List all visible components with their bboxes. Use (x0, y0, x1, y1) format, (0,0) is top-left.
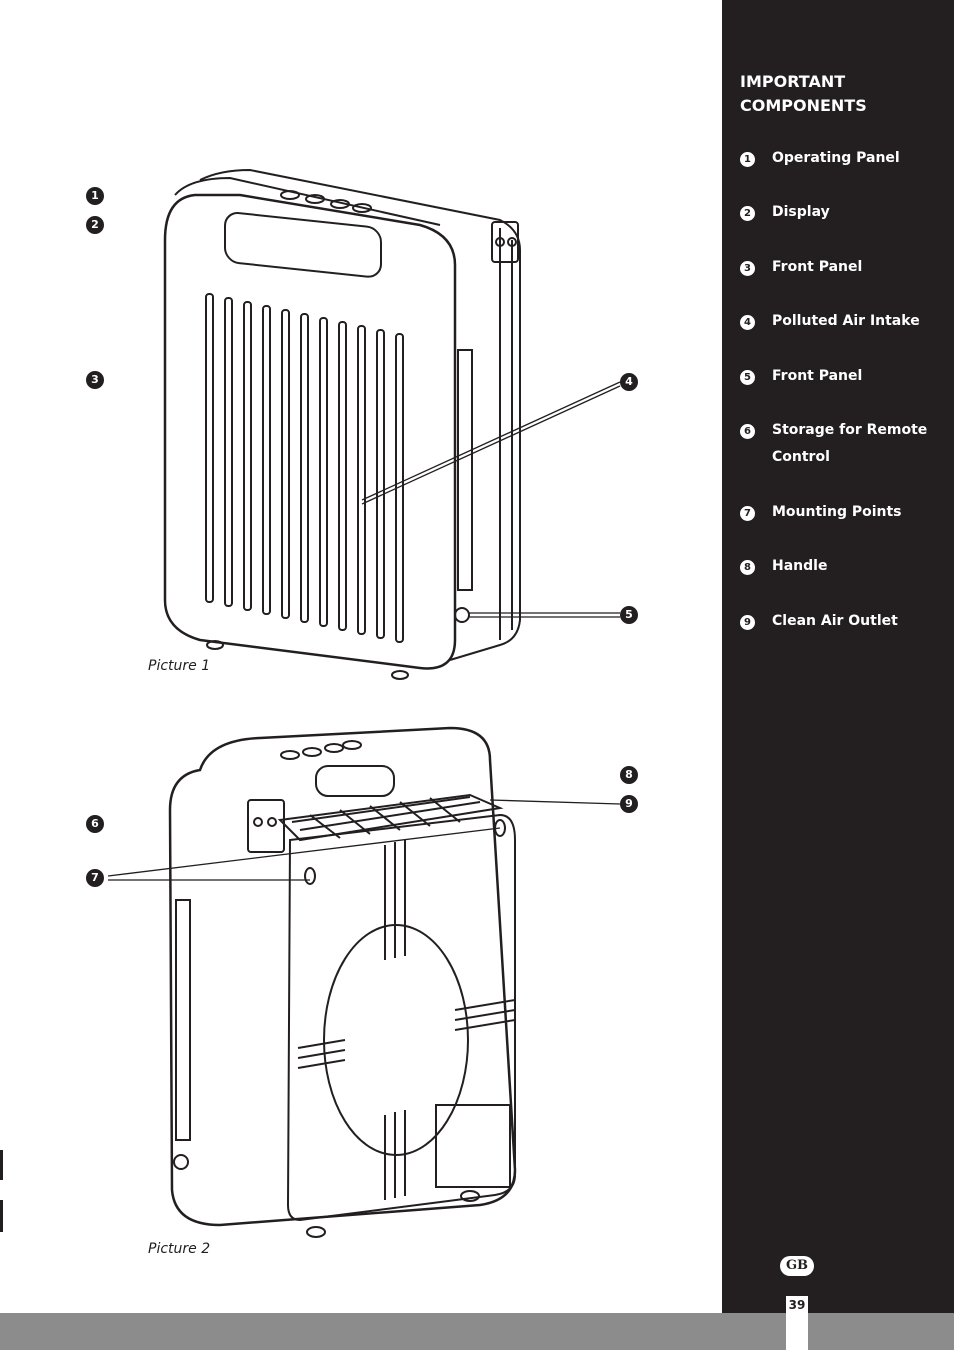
picture-1-caption: Picture 1 (148, 658, 211, 674)
component-label: Clean Air Outlet (772, 613, 898, 629)
callout-4: 4 (620, 373, 638, 391)
component-number: 7 (740, 506, 755, 521)
edge-mark (0, 1150, 3, 1180)
component-label: Display (772, 204, 830, 220)
callout-1: 1 (86, 187, 104, 205)
component-label: Handle (772, 558, 828, 574)
sidebar-title: IMPORTANT COMPONENTS (740, 72, 867, 115)
callout-9: 9 (620, 795, 638, 813)
callout-5: 5 (620, 606, 638, 624)
component-label: Polluted Air Intake (772, 313, 920, 329)
component-number: 3 (740, 261, 755, 276)
component-label: Mounting Points (772, 504, 902, 520)
component-label: Front Panel (772, 368, 863, 384)
page-number-box: 39 (786, 1296, 808, 1350)
component-number: 4 (740, 315, 755, 330)
components-sidebar: IMPORTANT COMPONENTS 1 Operating Panel 2… (722, 0, 954, 1350)
component-number: 8 (740, 560, 755, 575)
air-purifier-back-illustration (107, 726, 621, 1238)
callout-6: 6 (86, 815, 104, 833)
component-label: Front Panel (772, 259, 863, 275)
component-number: 2 (740, 206, 755, 221)
picture-2-caption: Picture 2 (148, 1241, 211, 1257)
callout-7: 7 (86, 869, 104, 887)
air-purifier-front-illustration (163, 168, 621, 680)
footer-bar (0, 1313, 954, 1350)
page-number: 39 (788, 1298, 806, 1312)
component-number: 9 (740, 615, 755, 630)
callout-2: 2 (86, 216, 104, 234)
callout-3: 3 (86, 371, 104, 389)
component-label: Storage for Remote Control (772, 422, 928, 465)
component-number: 5 (740, 370, 755, 385)
component-number: 1 (740, 152, 755, 167)
component-number: 6 (740, 424, 755, 439)
language-badge: GB (780, 1256, 814, 1276)
callout-8: 8 (620, 766, 638, 784)
component-label: Operating Panel (772, 150, 900, 166)
edge-mark (0, 1200, 3, 1232)
